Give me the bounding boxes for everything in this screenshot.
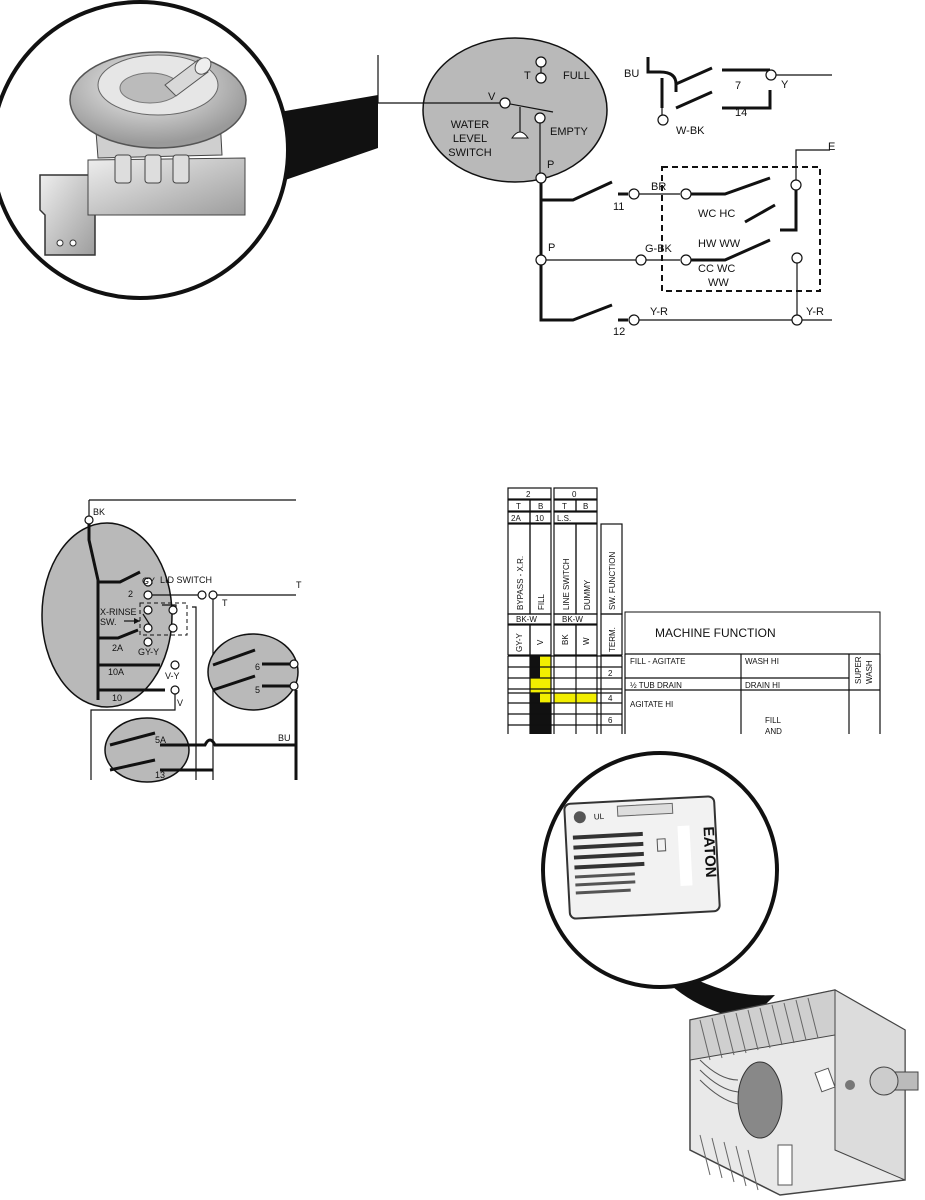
- wbk-label: W-BK: [676, 125, 705, 137]
- hwww-label: HW WW: [698, 238, 741, 250]
- term-2: 2: [608, 669, 613, 678]
- br-label: BR: [651, 181, 666, 193]
- gy-label: GY: [142, 576, 155, 586]
- water-level-switch-schematic: T FULL V EMPTY P WATER LEVEL SWITCH P BR…: [377, 37, 835, 338]
- switch-title-3: SWITCH: [448, 147, 491, 159]
- super-label: SUPER: [854, 656, 863, 684]
- ccwc-label: CC WC: [698, 263, 735, 275]
- term-4: 4: [608, 694, 613, 703]
- timer-cam-body-1: [41, 522, 173, 708]
- magnifier-pointer: [262, 95, 378, 188]
- xrinse-label: X-RINSE: [100, 607, 137, 617]
- vy-label: V-Y: [165, 671, 180, 681]
- gyy-label: GY-Y: [138, 647, 159, 657]
- eaton-logo: EATON: [700, 826, 720, 878]
- p-label-top: P: [547, 159, 554, 171]
- t14-label: 14: [735, 107, 747, 119]
- y-label: Y: [781, 79, 789, 91]
- t-label: T: [524, 70, 531, 82]
- col-line-switch: LINE SWITCH: [562, 558, 571, 610]
- fn-half-tub-drain: ½ TUB DRAIN: [630, 681, 682, 690]
- svg-text:UL: UL: [594, 812, 605, 822]
- timer-cam-body-2: [207, 633, 299, 711]
- wire-term: TERM.: [608, 627, 617, 652]
- full-label: FULL: [563, 70, 590, 82]
- term-6: 6: [608, 716, 613, 725]
- t5a-label: 5A: [155, 735, 166, 745]
- fill-label: FILL: [765, 716, 782, 725]
- fn-agitate-hi: AGITATE HI: [630, 700, 673, 709]
- t5-label: 5: [255, 685, 260, 695]
- lid-switch-label: LID SWITCH: [160, 575, 212, 585]
- chart-top-2: 2: [526, 490, 531, 499]
- t-label: T: [222, 598, 228, 608]
- col-dummy: DUMMY: [583, 579, 592, 610]
- t7-label: 7: [735, 80, 741, 92]
- bkw-1: BK-W: [516, 615, 537, 624]
- empty-label: EMPTY: [550, 126, 589, 138]
- t13-label: 13: [155, 770, 165, 780]
- p-label-mid: P: [548, 242, 555, 254]
- t2a-label: 2A: [112, 643, 123, 653]
- switch-title-2: LEVEL: [453, 133, 487, 145]
- wash-label: WASH: [865, 660, 874, 684]
- wire-gyy: GY-Y: [515, 633, 524, 652]
- machine-function-header: MACHINE FUNCTION: [655, 626, 776, 640]
- bu-label: BU: [624, 68, 639, 80]
- chart-r2-c3: T: [562, 502, 567, 511]
- switch-title-1: WATER: [451, 119, 490, 131]
- yr-label-1: Y-R: [650, 306, 668, 318]
- chart-r2-c1: T: [516, 502, 521, 511]
- v-label: V: [177, 698, 183, 708]
- t10a-label: 10A: [108, 667, 124, 677]
- col-sw-function: SW. FUNCTION: [608, 552, 617, 610]
- timer-illustration: UL EATON: [541, 751, 919, 1196]
- t2-label: 2: [128, 589, 133, 599]
- bkw-2: BK-W: [562, 615, 583, 624]
- and-label: AND: [765, 727, 782, 736]
- col-bypass: BYPASS - X.R.: [516, 556, 525, 610]
- wire-w: W: [582, 637, 591, 645]
- fn-fill-agitate: FILL - AGITATE: [630, 657, 685, 666]
- speed-wash-hi: WASH HI: [745, 657, 779, 666]
- bu-label: BU: [278, 733, 291, 743]
- wchc-label: WC HC: [698, 208, 735, 220]
- t11-label: 11: [613, 201, 624, 213]
- yr-label-2: Y-R: [806, 306, 824, 318]
- v-label: V: [488, 91, 496, 103]
- t6-label: 6: [255, 662, 260, 672]
- col-fill: FILL: [537, 593, 546, 610]
- timer-sequence-chart: 2 0 T B T B 2A 10 L.S. BYPASS - X.R. FIL…: [507, 487, 881, 736]
- edge-label: E: [828, 141, 835, 153]
- chart-r2-c4: B: [583, 502, 588, 511]
- timer-lid-circuit: BK GY 2 LID SWITCH T T X-RINSE SW. 2A GY…: [41, 499, 302, 783]
- wire-v: V: [536, 639, 545, 645]
- ww-label: WW: [708, 277, 729, 289]
- timer-cam-body-3: [104, 717, 190, 783]
- sw-label: SW.: [100, 617, 117, 627]
- chart-r3-c3: L.S.: [557, 514, 571, 523]
- t10-label: 10: [112, 693, 122, 703]
- t-right-label: T: [296, 580, 302, 590]
- speed-drain-hi: DRAIN HI: [745, 681, 780, 690]
- t12-label: 12: [613, 326, 625, 338]
- bk-label: BK: [93, 507, 105, 517]
- chart-r2-c2: B: [538, 502, 543, 511]
- chart-top-0: 0: [572, 490, 577, 499]
- chart-r3-c2: 10: [535, 514, 544, 523]
- pressure-switch-illustration: [0, 0, 378, 300]
- chart-r3-c1: 2A: [511, 514, 521, 523]
- wire-bk: BK: [561, 634, 570, 645]
- gbk-label: G-BK: [645, 243, 673, 255]
- water-level-switch-body: [422, 37, 608, 183]
